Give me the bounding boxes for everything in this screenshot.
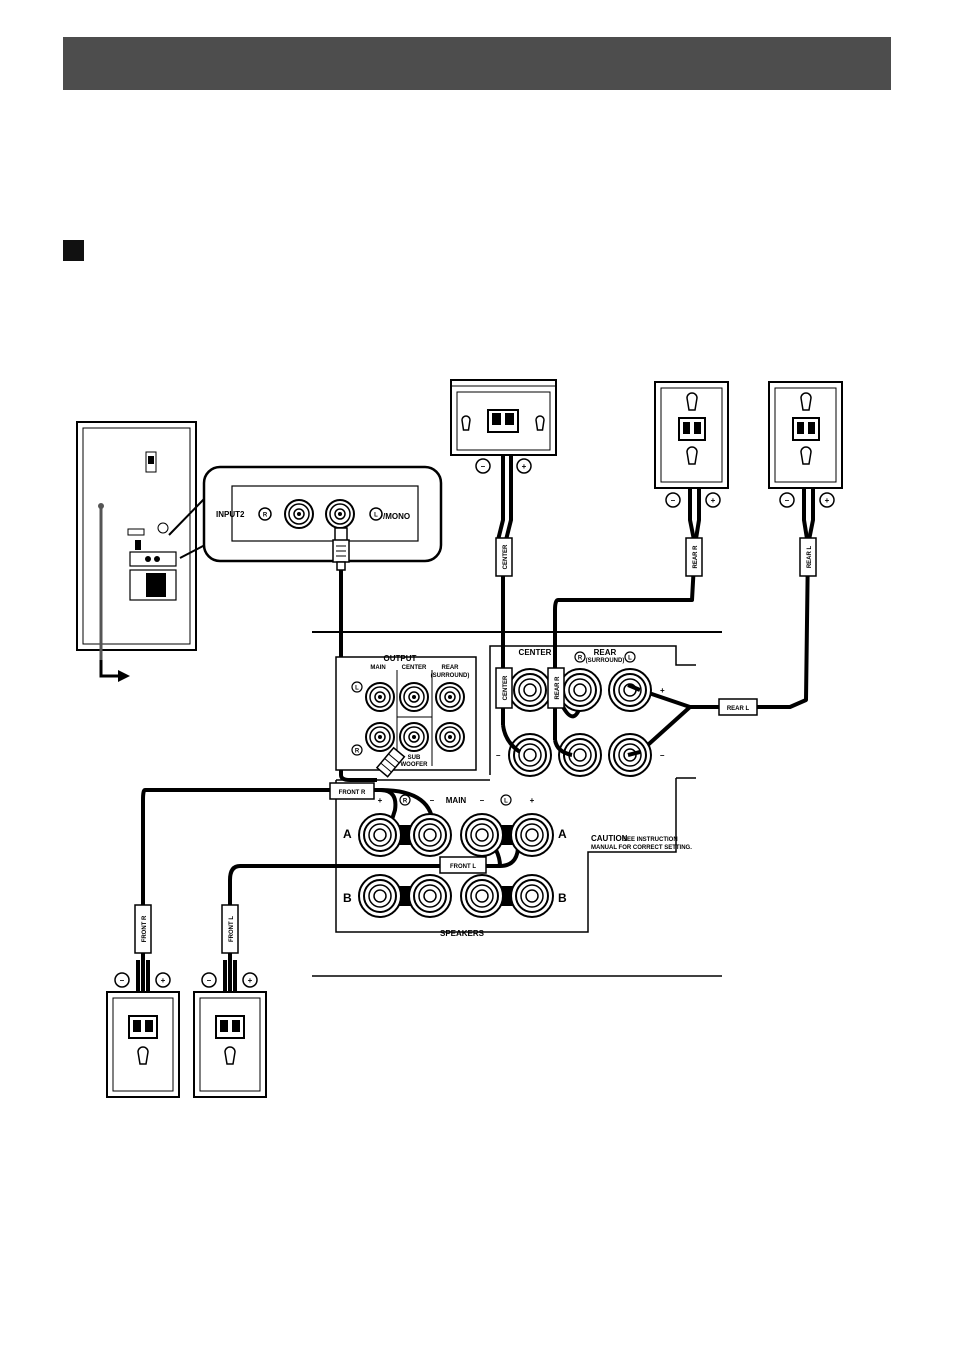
main-b-r-plus-terminal[interactable]	[358, 874, 402, 918]
terminal-l-label: L	[628, 656, 632, 662]
r-channel-label: R	[263, 513, 268, 519]
rear-l-cable-tag-receiver: REAR L	[727, 706, 750, 712]
output-center-jack[interactable]	[399, 682, 429, 712]
main-a-l-minus-terminal[interactable]	[460, 813, 504, 857]
center-speaker-plus: +	[522, 462, 527, 471]
rear-r-speaker-minus: –	[671, 496, 676, 505]
front-r-cable-tag: FRONT R	[142, 915, 148, 942]
main-a-l-plus-terminal[interactable]	[510, 813, 554, 857]
output-l-label: L	[355, 686, 359, 692]
center-plus-terminal[interactable]	[508, 668, 552, 712]
speakers-a-right-label: A	[558, 827, 567, 841]
speakers-label: SPEAKERS	[440, 929, 485, 938]
output-rear-r-jack[interactable]	[435, 722, 465, 752]
front-r-speaker: – +	[106, 972, 180, 1098]
front-l-speaker-plus: +	[248, 976, 253, 985]
caution-note-1: SEE INSTRUCTION	[623, 837, 678, 843]
front-r-speaker-minus: –	[120, 976, 125, 985]
output-rear-l-jack[interactable]	[435, 682, 465, 712]
caution-label: CAUTION	[591, 834, 628, 843]
main-a-r-minus-terminal[interactable]	[408, 813, 452, 857]
terminal-rear-label: REAR	[594, 648, 617, 657]
section-marker	[63, 240, 84, 261]
speakers-b-left-label: B	[343, 891, 352, 905]
front-r-speaker-plus: +	[161, 976, 166, 985]
terminal-r-label: R	[578, 656, 583, 662]
output-r-label: R	[355, 749, 360, 755]
rear-l-speaker-minus: –	[785, 496, 790, 505]
output-surround-label: (SURROUND)	[431, 673, 470, 679]
rear-l-speaker-plus: +	[825, 496, 830, 505]
input2-callout: INPUT2 R L /MONO	[168, 465, 443, 571]
output-center-label: CENTER	[402, 665, 427, 671]
rear-l-plus-terminal[interactable]	[608, 668, 652, 712]
center-minus-sign: –	[496, 751, 501, 760]
header-bar	[63, 37, 891, 90]
front-l-speaker: – +	[193, 972, 267, 1098]
rear-l-speaker: – +	[768, 381, 843, 508]
rear-r-cable-tag: REAR R	[693, 545, 699, 569]
main-b-l-minus-terminal[interactable]	[460, 874, 504, 918]
main-b-l-plus-terminal[interactable]	[510, 874, 554, 918]
receiver-panel: OUTPUT MAIN CENTER REAR (SURROUND) L R S…	[312, 631, 722, 977]
terminal-surround-label: (SURROUND)	[586, 658, 625, 664]
subwoofer-unit	[76, 421, 197, 682]
main-l-minus-sign: –	[480, 796, 485, 805]
woofer-label: WOOFER	[401, 762, 429, 768]
front-l-cable-tag-receiver: FRONT L	[450, 864, 476, 870]
rear-r-plus-terminal[interactable]	[558, 668, 602, 712]
terminal-center-label: CENTER	[519, 648, 552, 657]
output-main-r-jack[interactable]	[365, 722, 395, 752]
speakers-b-right-label: B	[558, 891, 567, 905]
main-l-plus-sign: +	[530, 796, 535, 805]
input2-label: INPUT2	[216, 510, 245, 519]
output-main-l-jack[interactable]	[365, 682, 395, 712]
rear-minus-sign: –	[660, 751, 665, 760]
rear-r-speaker: – +	[654, 381, 729, 508]
main-r-plus-sign: +	[378, 796, 383, 805]
main-l-label: L	[504, 799, 508, 805]
l-channel-label: L	[374, 513, 378, 519]
front-l-speaker-minus: –	[207, 976, 212, 985]
input2-l-jack[interactable]	[325, 499, 355, 529]
front-r-cable-tag-receiver: FRONT R	[339, 790, 366, 796]
mono-label: /MONO	[383, 512, 410, 521]
output-label: OUTPUT	[384, 654, 417, 663]
center-minus-terminal[interactable]	[508, 733, 552, 777]
sub-label: SUB	[408, 755, 421, 761]
output-rear-label: REAR	[441, 665, 459, 671]
rear-l-cable-tag: REAR L	[807, 546, 813, 569]
main-a-r-plus-terminal[interactable]	[358, 813, 402, 857]
output-subwoofer-jack[interactable]	[399, 722, 429, 752]
cable-tags: CENTER CENTER REAR R REAR R REAR L REAR …	[134, 537, 817, 954]
rear-r-cable-tag-receiver: REAR R	[555, 676, 561, 700]
main-b-r-minus-terminal[interactable]	[408, 874, 452, 918]
center-speaker-minus: –	[481, 462, 486, 471]
main-r-minus-sign: –	[430, 796, 435, 805]
main-r-label: R	[403, 799, 408, 805]
rear-plus-sign: +	[660, 686, 665, 695]
main-label: MAIN	[446, 796, 467, 805]
front-l-cable-tag: FRONT L	[229, 916, 235, 942]
input2-r-jack[interactable]	[284, 499, 314, 529]
center-cable-tag-receiver: CENTER	[503, 675, 509, 700]
center-speaker: – +	[450, 379, 557, 474]
center-cable-tag: CENTER	[503, 544, 509, 569]
caution-note-2: MANUAL FOR CORRECT SETTING.	[591, 845, 692, 851]
rear-r-speaker-plus: +	[711, 496, 716, 505]
speakers-a-left-label: A	[343, 827, 352, 841]
output-main-label: MAIN	[370, 665, 385, 671]
